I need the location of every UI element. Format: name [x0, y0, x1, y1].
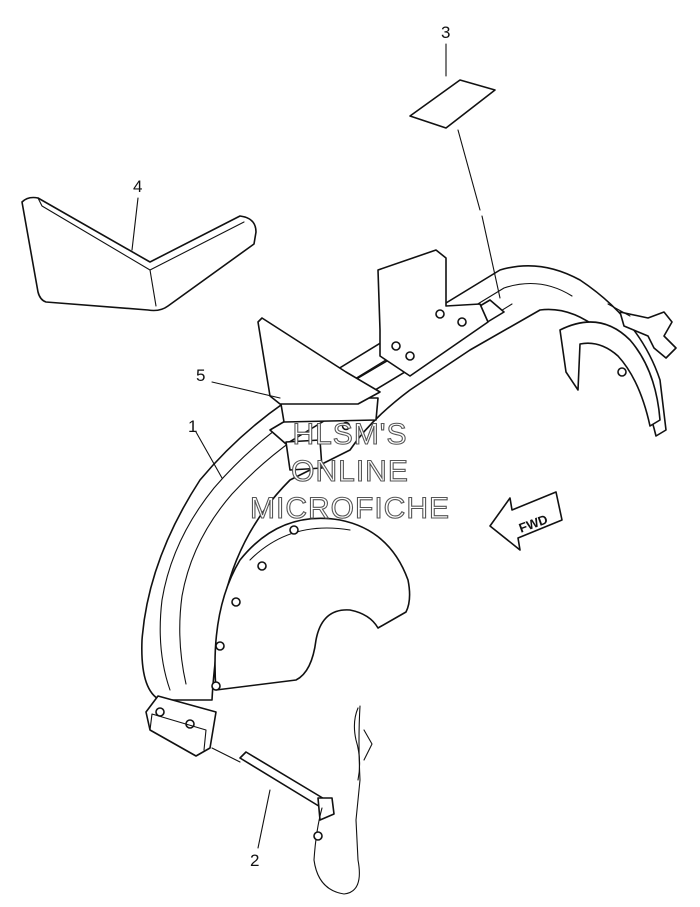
callout-2: 2: [250, 851, 259, 870]
callout-3: 3: [441, 23, 450, 42]
fwd-arrow-icon: FWD: [489, 491, 563, 551]
part-4-v-pad: [21, 196, 257, 312]
mounting-brackets: [257, 249, 489, 471]
callout-5: 5: [196, 366, 205, 385]
part-3-decal: [409, 79, 496, 129]
watermark-line-3: MICROFICHE: [250, 492, 450, 525]
callout-1: 1: [188, 417, 197, 436]
watermark-line-2: ONLINE: [291, 455, 409, 488]
watermark-line-1: HLSM'S: [292, 418, 407, 451]
part-2-hinge-pin: [239, 705, 373, 895]
leader-lines: [131, 43, 501, 849]
callout-4: 4: [133, 177, 142, 196]
